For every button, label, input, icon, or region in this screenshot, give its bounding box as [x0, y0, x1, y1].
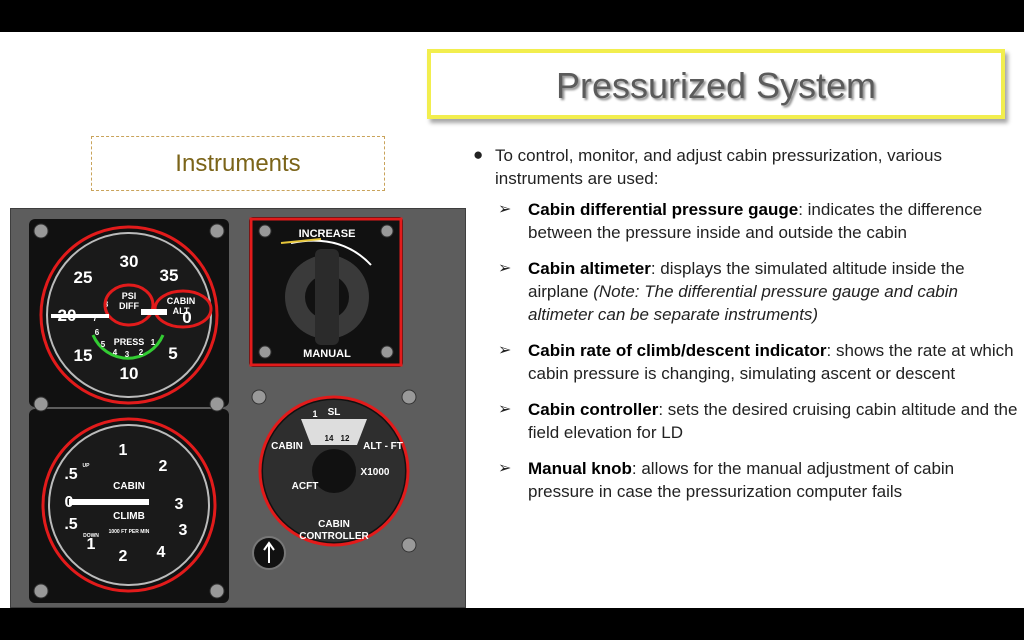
- alt-label: 35: [160, 266, 179, 285]
- bullet-dot-icon: ●: [473, 145, 484, 164]
- manual-label: MANUAL: [303, 348, 351, 360]
- slide-title: Pressurized System: [555, 65, 877, 106]
- alt-label: 5: [168, 344, 177, 363]
- climb-name-2: CLIMB: [113, 511, 145, 522]
- controller-sl: SL: [328, 407, 341, 418]
- climb-label: 3: [179, 522, 188, 539]
- climb-up: UP: [83, 463, 91, 469]
- adjust-knob: [252, 536, 286, 570]
- intro-bullet: ● To control, monitor, and adjust cabin …: [470, 144, 1018, 190]
- list-item: ➢ Cabin altimeter: displays the simulate…: [470, 257, 1018, 326]
- alt-inner: 2: [139, 348, 144, 357]
- controller-acft: ACFT: [292, 481, 319, 492]
- instrument-list: ➢ Cabin differential pressure gauge: ind…: [470, 198, 1018, 503]
- alt-inner: PSI: [122, 291, 137, 301]
- instrument-panel-image: 30 35 25 20 15 10 5 0 PSI DIFF CABIN ALT…: [10, 208, 466, 608]
- controller-highlight-ring: [258, 395, 410, 547]
- slide: Pressurized System Instruments: [0, 32, 1024, 608]
- item-term: Manual knob: [528, 459, 632, 478]
- controller-alt: ALT - FT: [363, 441, 403, 452]
- climb-label: 1: [119, 442, 128, 459]
- alt-inner: 1: [151, 338, 156, 347]
- bottom-letterbox: [0, 608, 1024, 640]
- content-text: ● To control, monitor, and adjust cabin …: [470, 144, 1018, 516]
- alt-inner: ALT: [173, 306, 190, 316]
- item-desc: : allows for the manual adjustment of ca…: [528, 459, 955, 501]
- climb-label: 1: [87, 536, 96, 553]
- intro-text: To control, monitor, and adjust cabin pr…: [495, 146, 942, 188]
- alt-needle: [51, 314, 109, 318]
- list-item: ➢ Cabin differential pressure gauge: ind…: [470, 198, 1018, 244]
- alt-label: 10: [120, 364, 139, 383]
- controller-one: 1: [312, 409, 317, 419]
- screw-icons: [33, 223, 417, 599]
- item-term: Cabin rate of climb/descent indicator: [528, 341, 827, 360]
- controller-name-1: CABIN: [318, 519, 350, 530]
- item-term: Cabin altimeter: [528, 259, 651, 278]
- controller-12: 12: [341, 434, 350, 443]
- alt-label: 15: [74, 346, 93, 365]
- climb-label: .5: [64, 466, 77, 483]
- alt-needle-2: [141, 309, 167, 315]
- alt-inner: 4: [113, 348, 118, 357]
- climb-down: DOWN: [83, 533, 99, 539]
- alt-inner: 6: [95, 328, 100, 337]
- manual-knob-highlight: [249, 217, 403, 367]
- alt-label: 25: [74, 268, 93, 287]
- alt-inner: 5: [101, 340, 106, 349]
- controller-14: 14: [325, 434, 334, 443]
- alt-inner: CABIN: [167, 296, 196, 306]
- controller-x1000: X1000: [361, 467, 390, 478]
- climb-name-1: CABIN: [113, 481, 145, 492]
- altimeter-highlight-ring: [39, 225, 219, 405]
- list-item: ➢ Manual knob: allows for the manual adj…: [470, 457, 1018, 503]
- item-term: Cabin differential pressure gauge: [528, 200, 799, 219]
- arrow-bullet-icon: ➢: [498, 342, 512, 359]
- arrow-bullet-icon: ➢: [498, 401, 512, 418]
- instruments-caption: Instruments: [175, 150, 301, 177]
- list-item: ➢ Cabin controller: sets the desired cru…: [470, 398, 1018, 444]
- item-desc: : sets the desired cruising cabin altitu…: [528, 400, 1018, 442]
- top-letterbox: [0, 0, 1024, 32]
- alt-inner: DIFF: [119, 301, 139, 311]
- instruments-caption-box: Instruments: [91, 136, 385, 191]
- item-desc: : shows the rate at which cabin pressure…: [528, 341, 1014, 383]
- climb-needle: [69, 499, 149, 505]
- increase-label: INCREASE: [299, 228, 356, 240]
- item-desc: : displays the simulated altitude inside…: [528, 259, 965, 301]
- manual-knob-instrument: INCREASE MANUAL: [249, 217, 403, 367]
- arrow-bullet-icon: ➢: [498, 201, 512, 218]
- climb-label: 3: [175, 496, 184, 513]
- controller-name-2: CONTROLLER: [299, 531, 369, 542]
- title-box: Pressurized System: [427, 49, 1005, 119]
- item-term: Cabin controller: [528, 400, 659, 419]
- rate-of-climb-gauge: 1 2 3 4 .5 0 .5 1 2 3 CABIN CLIMB UP DOW…: [41, 417, 217, 593]
- climb-label: 2: [119, 548, 128, 565]
- climb-units: 1000 FT PER MIN: [109, 529, 150, 535]
- alt-inner: PRESS: [114, 337, 145, 347]
- climb-highlight-ring: [41, 417, 217, 593]
- item-note: (Note: The differential pressure gauge a…: [528, 282, 958, 324]
- cabin-controller: SL 1 14 12 CABIN ACFT ALT - FT X1000 CAB…: [258, 395, 410, 547]
- controller-cabin-side: CABIN: [271, 441, 303, 452]
- list-item: ➢ Cabin rate of climb/descent indicator:…: [470, 339, 1018, 385]
- alt-inner: 7: [93, 314, 98, 323]
- psi-diff-highlight: [103, 283, 155, 327]
- alt-label: 0: [182, 308, 191, 327]
- climb-label: .5: [64, 516, 77, 533]
- alt-label: 30: [120, 252, 139, 271]
- climb-label: 2: [159, 458, 168, 475]
- alt-inner: 3: [125, 350, 130, 359]
- climb-label: 4: [157, 544, 166, 561]
- cabin-altimeter-gauge: 30 35 25 20 15 10 5 0 PSI DIFF CABIN ALT…: [39, 225, 219, 405]
- item-desc: : indicates the difference between the p…: [528, 200, 983, 242]
- arrow-bullet-icon: ➢: [498, 460, 512, 477]
- arrow-bullet-icon: ➢: [498, 260, 512, 277]
